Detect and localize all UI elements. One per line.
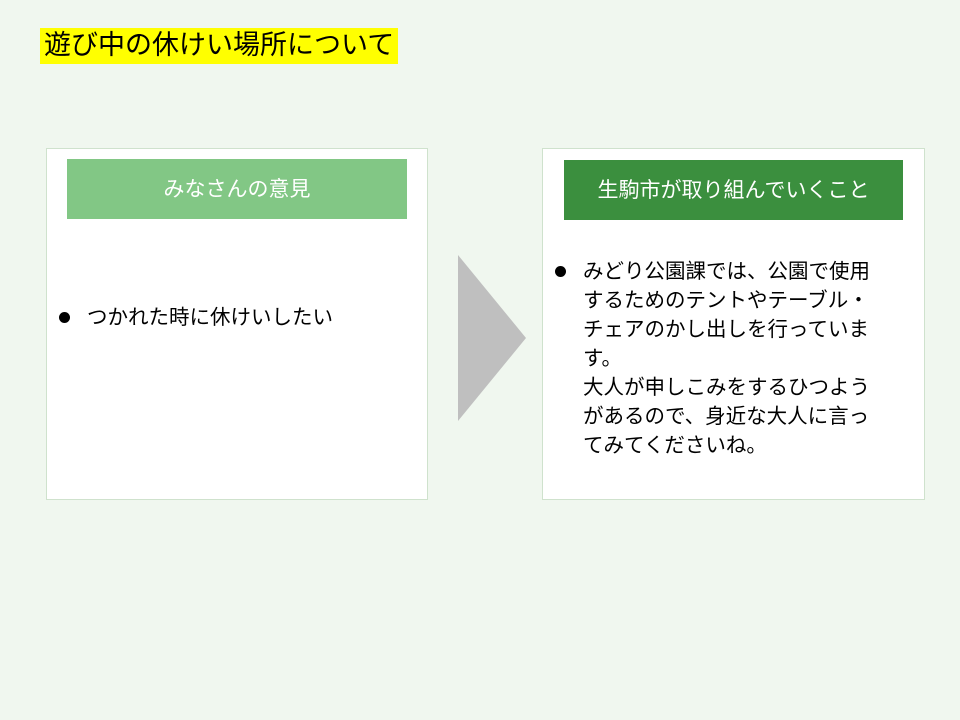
city-actions-header: 生駒市が取り組んでいくこと: [564, 160, 903, 220]
opinions-header: みなさんの意見: [67, 159, 407, 219]
opinion-item: つかれた時に休けいしたい: [59, 303, 419, 332]
bullet-dot-icon: [555, 266, 566, 277]
slide-title: 遊び中の休けい場所について: [40, 28, 399, 64]
opinion-text: つかれた時に休けいしたい: [87, 305, 333, 329]
city-action-item: みどり公園課では、公園で使用 するためのテントやテーブル・ チェアのかし出しを行…: [555, 257, 921, 460]
bullet-dot-icon: [59, 312, 70, 323]
city-action-text: みどり公園課では、公園で使用 するためのテントやテーブル・ チェアのかし出しを行…: [583, 259, 870, 457]
city-actions-panel: 生駒市が取り組んでいくこと みどり公園課では、公園で使用 するためのテントやテー…: [542, 148, 925, 500]
opinions-panel: みなさんの意見 つかれた時に休けいしたい: [46, 148, 428, 500]
right-arrow-icon: [458, 255, 526, 421]
